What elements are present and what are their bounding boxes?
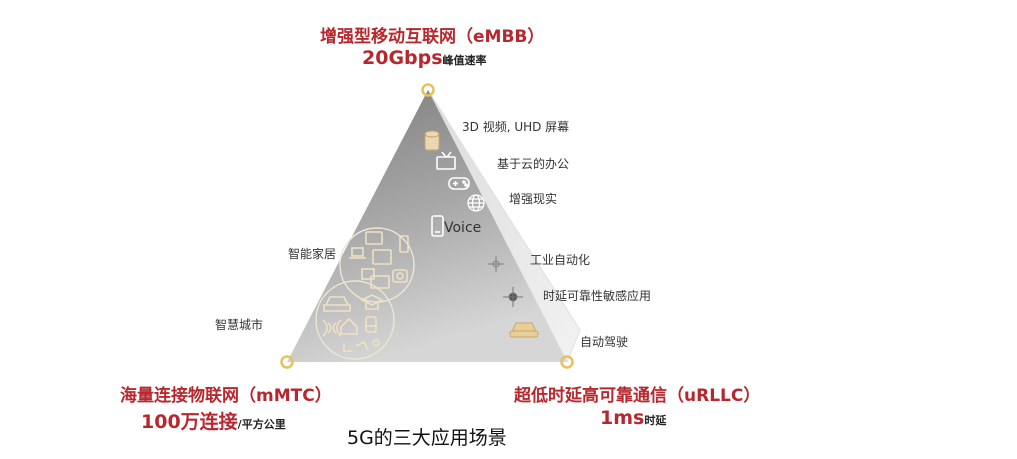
app-label-industrial: 工业自动化 bbox=[530, 253, 591, 267]
urllc-title: 超低时延高可靠通信（uRLLC） bbox=[514, 386, 761, 406]
diagram-caption: 5G的三大应用场景 bbox=[347, 427, 507, 449]
tv-icon bbox=[436, 151, 456, 170]
smart-home-icons bbox=[349, 231, 409, 289]
urllc-metric: 1ms时延 bbox=[600, 407, 666, 429]
mmtc-title: 海量连接物联网（mMTC） bbox=[120, 386, 332, 406]
urllc-unit: 时延 bbox=[644, 414, 667, 427]
mmtc-metric: 100万连接/平方公里 bbox=[141, 407, 286, 434]
app-label-ar: 增强现实 bbox=[509, 192, 558, 206]
app-label-cloud-office: 基于云的办公 bbox=[497, 157, 570, 171]
vertex-top-marker bbox=[421, 83, 435, 97]
smart-city-cluster-circle bbox=[315, 280, 395, 360]
tv-small-icon bbox=[370, 275, 390, 289]
train-icon bbox=[365, 316, 377, 333]
box-icon bbox=[361, 268, 375, 280]
monitor-icon bbox=[365, 231, 383, 245]
mmtc-value: 100万连接 bbox=[141, 411, 238, 433]
vertex-left-marker bbox=[280, 355, 294, 369]
embb-metric: 20Gbps峰值速率 bbox=[362, 47, 487, 69]
car-icon bbox=[323, 296, 351, 312]
gamepad-icon bbox=[448, 177, 470, 190]
crosshair-icon bbox=[503, 287, 523, 307]
embb-title: 增强型移动互联网（eMBB） bbox=[320, 27, 545, 47]
app-label-smart-home: 智能家居 bbox=[288, 247, 337, 261]
mobile-icon bbox=[399, 235, 409, 253]
drone-icon bbox=[355, 340, 369, 351]
laptop-icon bbox=[351, 247, 364, 257]
globe-icon bbox=[467, 194, 485, 212]
hand-icon bbox=[372, 339, 380, 347]
app-label-voice: Voice bbox=[444, 220, 482, 236]
app-label-smart-city: 智慧城市 bbox=[215, 318, 264, 332]
robot-arm-icon bbox=[488, 256, 504, 272]
pipe-icon bbox=[343, 343, 352, 352]
camera-icon bbox=[392, 269, 408, 283]
phone-icon bbox=[431, 215, 444, 237]
app-label-autonomous-driving: 自动驾驶 bbox=[580, 335, 629, 349]
app-label-latency-sensitive: 时延可靠性敏感应用 bbox=[543, 289, 652, 303]
graduation-icon bbox=[360, 294, 384, 310]
database-icon bbox=[424, 130, 440, 151]
signal-icon bbox=[322, 319, 342, 337]
mmtc-unit: /平方公里 bbox=[237, 418, 286, 431]
screen-icon bbox=[372, 249, 392, 265]
pyramid-front-face bbox=[287, 90, 567, 362]
urllc-value: 1ms bbox=[600, 407, 645, 429]
car-autonomous-icon bbox=[509, 322, 539, 338]
embb-value: 20Gbps bbox=[362, 47, 443, 69]
vertex-right-marker bbox=[560, 355, 574, 369]
house-icon bbox=[340, 317, 358, 335]
smart-city-icons bbox=[322, 294, 384, 352]
app-label-video: 3D 视频, UHD 屏幕 bbox=[462, 120, 570, 134]
embb-unit: 峰值速率 bbox=[442, 54, 487, 67]
